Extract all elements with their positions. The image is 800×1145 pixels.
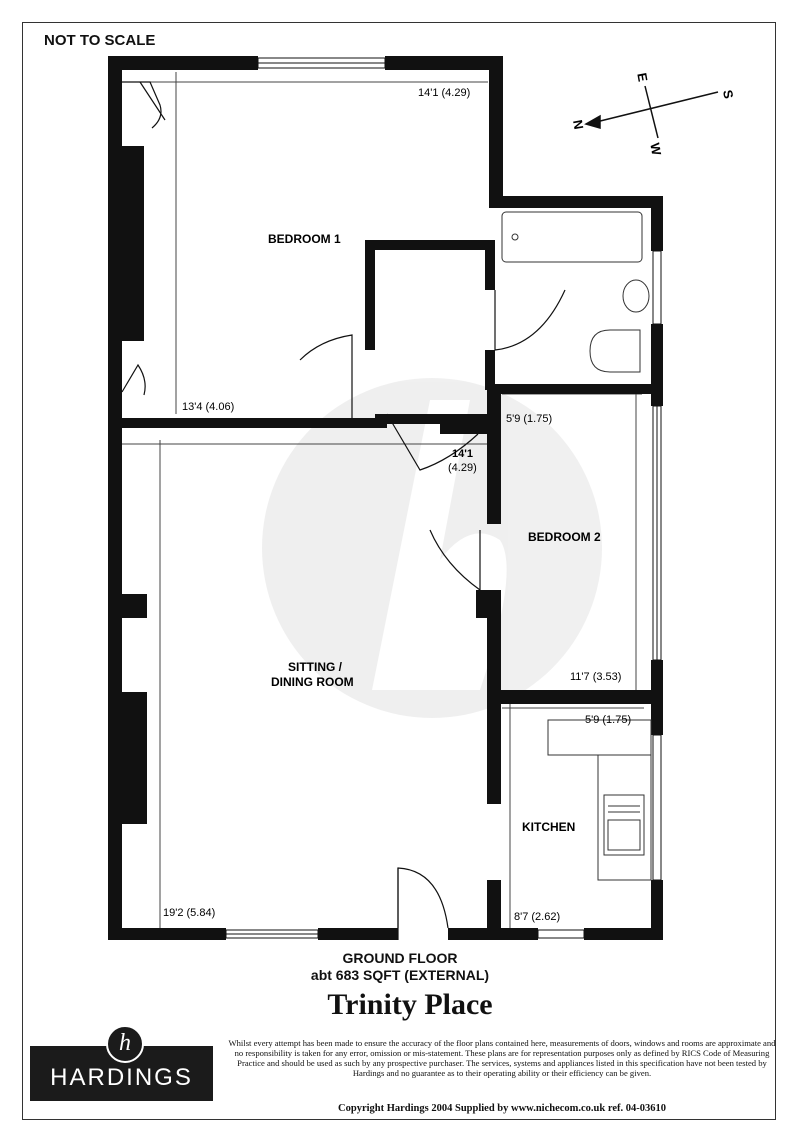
kitchen-depth-dim: 8'7 (2.62) xyxy=(514,911,560,923)
watermark-logo xyxy=(262,378,602,718)
doors xyxy=(121,81,566,940)
kitchen-label: KITCHEN xyxy=(522,820,575,834)
bedroom1-depth-dim: 13'4 (4.06) xyxy=(182,401,234,413)
logo-wordmark: HARDINGS xyxy=(50,1064,193,1091)
floor-area: abt 683 SQFT (EXTERNAL) xyxy=(310,967,490,983)
dimension-lines xyxy=(120,72,644,930)
logo-h-icon: h xyxy=(106,1025,144,1063)
compass-north-label: N xyxy=(570,119,586,131)
disclaimer-text: Whilst every attempt has been made to en… xyxy=(228,1038,776,1078)
sitting-label-line1: SITTING / xyxy=(288,660,343,674)
floor-summary: GROUND FLOOR abt 683 SQFT (EXTERNAL) xyxy=(300,950,500,984)
fixtures xyxy=(501,211,652,881)
copyright-line: Copyright Hardings 2004 Supplied by www.… xyxy=(338,1103,666,1114)
compass-rose xyxy=(584,85,719,139)
kitchen-width-dim: 5'9 (1.75) xyxy=(585,714,631,726)
floor-name: GROUND FLOOR xyxy=(342,950,458,966)
compass-west-label: W xyxy=(647,142,664,157)
bedroom2-label: BEDROOM 2 xyxy=(528,530,601,544)
sitting-width-dim-a: 14'1 xyxy=(452,448,473,460)
sitting-label-line2: DINING ROOM xyxy=(271,675,354,689)
not-to-scale-note: NOT TO SCALE xyxy=(44,32,156,49)
bedroom1-width-dim: 14'1 (4.29) xyxy=(418,87,470,99)
property-title: Trinity Place xyxy=(327,988,493,1021)
bedroom2-depth-dim: 11'7 (3.53) xyxy=(570,671,621,683)
walls xyxy=(108,56,663,940)
bedroom1-label: BEDROOM 1 xyxy=(268,232,341,246)
sitting-depth-dim: 19'2 (5.84) xyxy=(163,907,215,919)
page-border xyxy=(22,22,776,1120)
compass-east-label: E xyxy=(634,72,650,83)
windows xyxy=(225,57,662,939)
compass-south-label: S xyxy=(720,89,736,100)
sitting-width-dim-b: (4.29) xyxy=(448,462,477,474)
bedroom2-width-dim: 5'9 (1.75) xyxy=(506,413,552,425)
